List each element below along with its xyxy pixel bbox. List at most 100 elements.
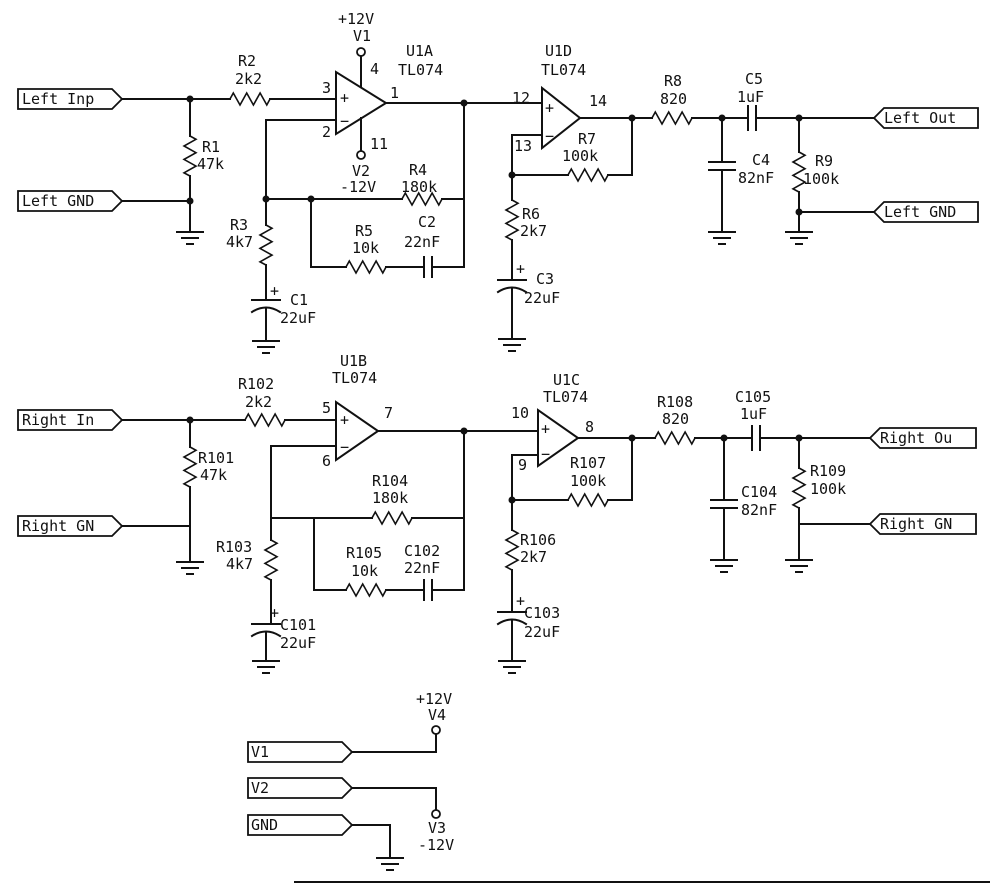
r9-value: 100k: [803, 170, 839, 188]
u1b-name: U1B: [340, 352, 367, 370]
c104-value: 82nF: [741, 501, 777, 519]
c104-name: C104: [741, 483, 777, 501]
c2-name: C2: [418, 213, 436, 231]
wire: [607, 117, 633, 176]
c101-plus: +: [270, 604, 279, 622]
resistor-r5: [345, 259, 387, 275]
c4-value: 82nF: [738, 169, 774, 187]
c101-name: C101: [280, 616, 316, 634]
wire: [313, 517, 347, 591]
u1c-pin8: 8: [585, 418, 594, 436]
svg-text:Right GN: Right GN: [880, 515, 952, 533]
wire: [270, 445, 337, 541]
r108-name: R108: [657, 393, 693, 411]
r107-name: R107: [570, 454, 606, 472]
ground-icon: [252, 340, 280, 354]
resistor-r106: [504, 529, 520, 571]
svg-text:−: −: [545, 127, 554, 145]
v3-value: -12V: [418, 836, 454, 854]
svg-text:V2: V2: [251, 779, 269, 797]
port-left-inp: Left Inp: [17, 88, 124, 110]
junction-dot: [508, 171, 516, 179]
ground-icon: [176, 561, 204, 575]
junction-dot: [460, 427, 468, 435]
r6-name: R6: [522, 205, 540, 223]
junction-dot: [460, 99, 468, 107]
r108-value: 820: [662, 410, 689, 428]
ground-icon: [176, 231, 204, 245]
port-left-gnd-in: Left GND: [17, 190, 124, 212]
c3-plus: +: [516, 260, 525, 278]
v1-value: +12V: [338, 10, 374, 28]
u1b-part: TL074: [332, 369, 377, 387]
r102-value: 2k2: [245, 393, 272, 411]
r7-value: 100k: [562, 147, 598, 165]
port-v1: V1: [247, 741, 354, 763]
opamp-u1d: + −: [541, 85, 582, 151]
c1-plus: +: [270, 282, 279, 300]
wire: [431, 430, 465, 591]
r1-value: 47k: [197, 155, 224, 173]
u1a-pin2: 2: [322, 123, 331, 141]
r3-value: 4k7: [226, 233, 253, 251]
port-left-out: Left Out: [872, 107, 979, 129]
c1-name: C1: [290, 291, 308, 309]
wire: [351, 787, 437, 811]
port-left-gnd-out: Left GND: [872, 201, 979, 223]
u1d-part: TL074: [541, 61, 586, 79]
resistor-r102: [244, 412, 286, 428]
resistor-r103: [263, 539, 279, 581]
svg-text:−: −: [541, 445, 550, 463]
capacitor-c104: [710, 499, 738, 509]
c101-value: 22uF: [280, 634, 316, 652]
svg-text:Left GND: Left GND: [22, 192, 94, 210]
r101-name: R101: [198, 449, 234, 467]
junction-dot: [186, 416, 194, 424]
r102-name: R102: [238, 375, 274, 393]
resistor-r109: [791, 467, 807, 509]
r5-value: 10k: [352, 239, 379, 257]
resistor-r9: [791, 151, 807, 193]
capacitor-c2: [423, 256, 433, 278]
resistor-r101: [182, 446, 198, 488]
c102-value: 22nF: [404, 559, 440, 577]
r106-value: 2k7: [520, 548, 547, 566]
u1c-pin10: 10: [511, 404, 529, 422]
svg-text:Left GND: Left GND: [884, 203, 956, 221]
junction-dot: [186, 197, 194, 205]
port-right-out: Right Ou: [868, 427, 977, 449]
junction-dot: [628, 434, 636, 442]
r4-name: R4: [409, 161, 427, 179]
u1a-name: U1A: [406, 42, 433, 60]
capacitor-c102: [423, 579, 433, 601]
v2-name: V2: [352, 162, 370, 180]
resistor-r8: [651, 110, 693, 126]
r2-name: R2: [238, 52, 256, 70]
u1b-pin6: 6: [322, 452, 331, 470]
r103-value: 4k7: [226, 555, 253, 573]
capacitor-c4: [708, 161, 736, 171]
r101-value: 47k: [200, 466, 227, 484]
u1c-part: TL074: [543, 388, 588, 406]
svg-text:Left Out: Left Out: [884, 109, 956, 127]
c102-name: C102: [404, 542, 440, 560]
junction-dot: [186, 95, 194, 103]
capacitor-c105: [751, 425, 761, 451]
svg-text:Right In: Right In: [22, 411, 94, 429]
resistor-r6: [504, 199, 520, 241]
v4-name: V4: [428, 706, 446, 724]
u1d-pin13: 13: [514, 137, 532, 155]
c103-value: 22uF: [524, 623, 560, 641]
r109-value: 100k: [810, 480, 846, 498]
svg-text:Left Inp: Left Inp: [22, 90, 94, 108]
resistor-r4: [401, 191, 443, 207]
wire: [431, 102, 465, 268]
v4-value: +12V: [416, 690, 452, 708]
port-v2: V2: [247, 777, 354, 799]
r8-name: R8: [664, 72, 682, 90]
ground-icon: [252, 660, 280, 674]
resistor-r107: [567, 492, 609, 508]
r107-value: 100k: [570, 472, 606, 490]
r104-name: R104: [372, 472, 408, 490]
